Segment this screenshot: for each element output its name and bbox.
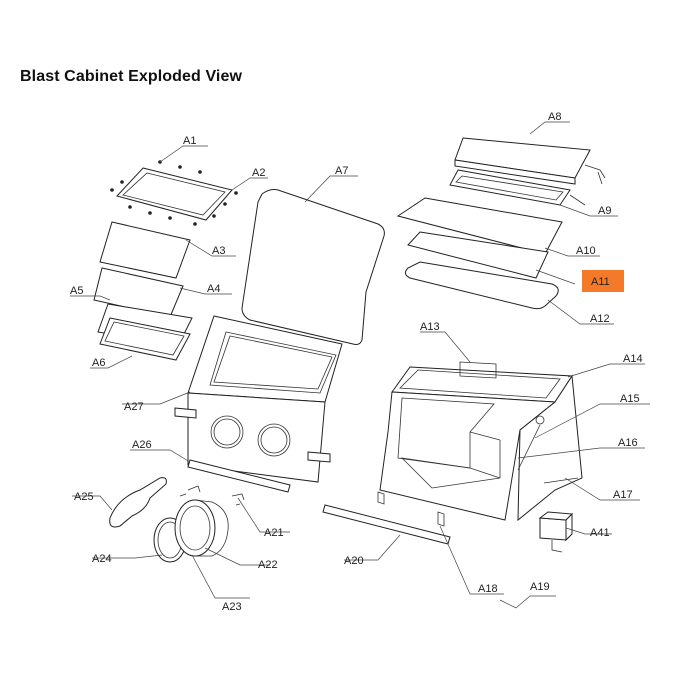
- label-a22: A22: [258, 559, 278, 571]
- page-title: Blast Cabinet Exploded View: [20, 68, 243, 85]
- label-a15: A15: [620, 393, 640, 405]
- part-labels: A1 A2 A3 A4 A5 A6 A7 A8 A9 A10 A11 A12 A…: [70, 111, 643, 613]
- label-a2: A2: [252, 167, 265, 179]
- part-a6-gasket: [99, 317, 191, 361]
- leader-lines: [70, 121, 650, 609]
- label-a27: A27: [124, 401, 144, 413]
- label-a3: A3: [212, 245, 225, 257]
- part-a1-window-frame: [110, 160, 238, 226]
- label-a1: A1: [183, 135, 196, 147]
- part-a8-top-cover: [454, 137, 606, 185]
- label-a7: A7: [335, 165, 348, 177]
- part-a14-cabinet: [379, 361, 583, 522]
- part-a27-front-panel: [174, 315, 343, 483]
- label-a17: A17: [613, 489, 633, 501]
- label-a12: A12: [590, 313, 610, 325]
- part-a18-latch: [377, 491, 445, 527]
- label-a8: A8: [548, 111, 561, 123]
- part-a7-gasket: [241, 189, 385, 345]
- label-a4: A4: [207, 283, 220, 295]
- part-a12-gasket: [404, 261, 559, 310]
- highlight-box-a11: [582, 270, 624, 292]
- label-a14: A14: [623, 353, 643, 365]
- label-a25: A25: [74, 491, 94, 503]
- label-a9: A9: [598, 205, 611, 217]
- part-a22-port: [174, 499, 229, 557]
- label-a21: A21: [264, 527, 284, 539]
- label-a5: A5: [70, 285, 83, 297]
- label-a13: A13: [420, 321, 440, 333]
- label-a6: A6: [92, 357, 105, 369]
- label-a41: A41: [590, 527, 610, 539]
- label-a26: A26: [132, 439, 152, 451]
- label-a10: A10: [576, 245, 596, 257]
- part-a11-pane: [407, 231, 549, 279]
- part-a3-glass: [99, 221, 191, 279]
- part-a20-rail: [322, 504, 451, 545]
- part-a26-strip: [187, 459, 291, 493]
- label-a23: A23: [222, 601, 242, 613]
- part-a25-glove: [109, 477, 167, 528]
- label-a16: A16: [618, 437, 638, 449]
- label-a19: A19: [530, 581, 550, 593]
- label-a18: A18: [478, 583, 498, 595]
- label-a11: A11: [591, 276, 610, 288]
- label-a24: A24: [92, 553, 112, 565]
- label-a20: A20: [344, 555, 364, 567]
- part-a21-clips: [179, 485, 245, 506]
- part-a41-power-box: [538, 511, 574, 553]
